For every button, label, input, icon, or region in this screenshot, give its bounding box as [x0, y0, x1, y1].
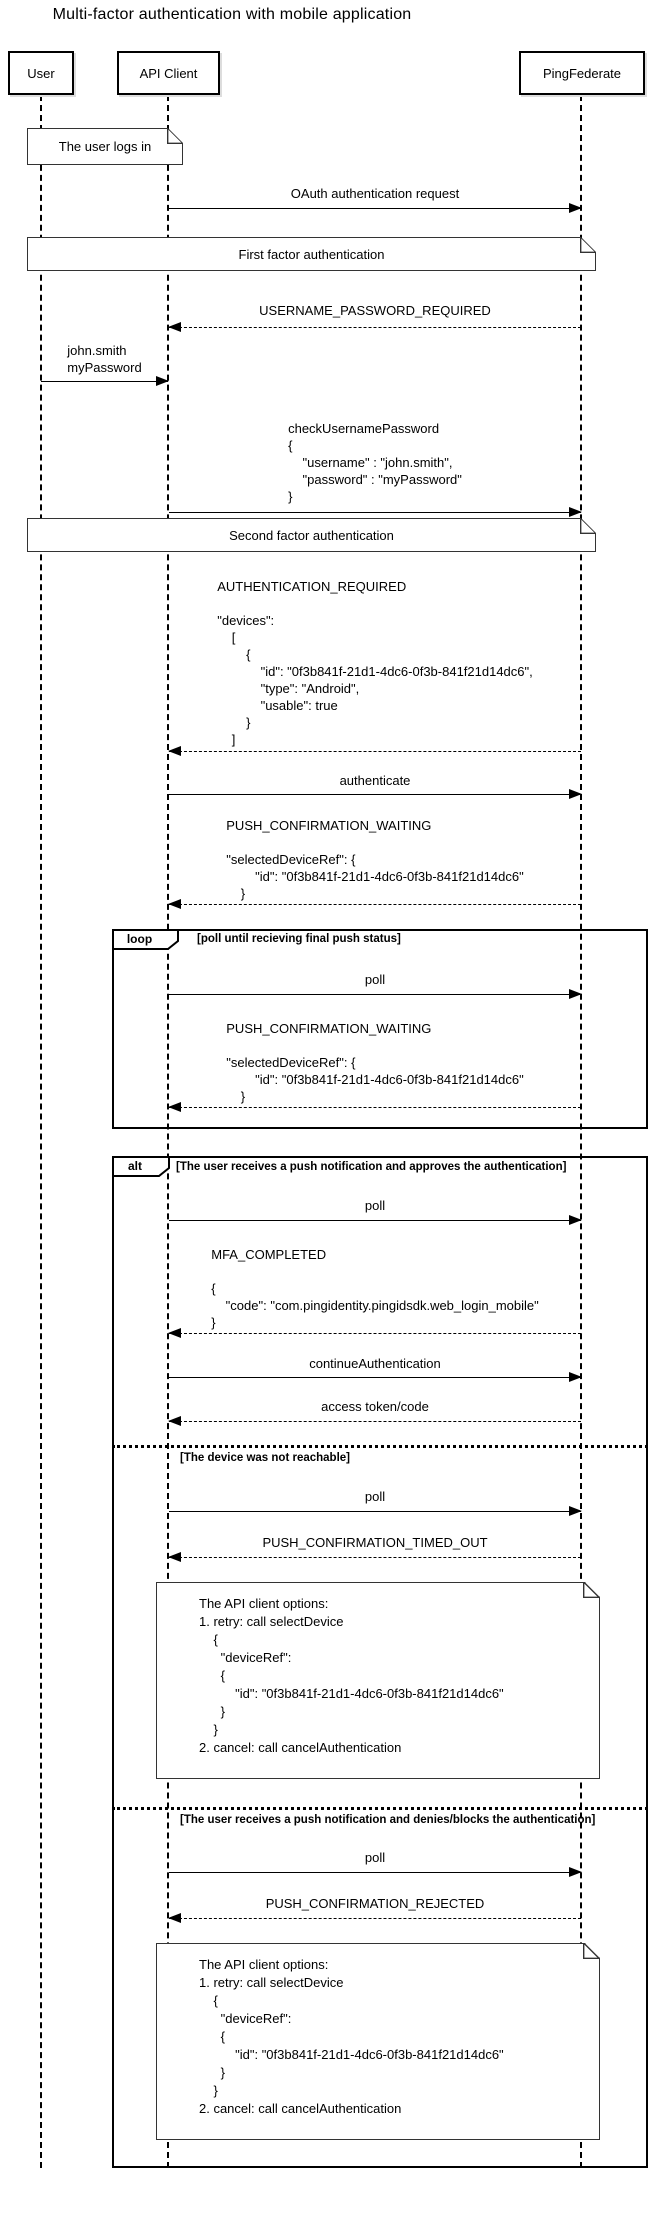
alt-guard-approved: [The user receives a push notification a…	[176, 1161, 567, 1173]
arrow-check-username-password	[169, 507, 582, 517]
arrow-push-confirmation-timed-out	[168, 1552, 581, 1562]
lifeline-user	[40, 95, 42, 2168]
note-fold-icon	[580, 237, 596, 253]
alt-guard-denied: [The user receives a push notification a…	[180, 1814, 596, 1826]
arrowhead-left-icon	[168, 1913, 181, 1923]
note-first-factor-text: First factor authentication	[238, 246, 385, 262]
participant-api-client: API Client	[117, 51, 220, 95]
lifeline-pingfederate	[580, 95, 582, 2168]
arrowhead-right-icon	[569, 989, 582, 999]
message-label-authentication-required: AUTHENTICATION_REQUIRED "devices": [ { "…	[169, 578, 581, 748]
message-label-poll: poll	[364, 972, 386, 987]
note-first-factor: First factor authentication	[27, 237, 596, 271]
note-user-logs-in: The user logs in	[27, 128, 183, 165]
message-label-check-username-password: checkUsernamePassword { "username" : "jo…	[169, 420, 581, 505]
fragment-loop	[112, 929, 648, 1129]
message-label-mfa-completed: MFA_COMPLETED { "code": "com.pingidentit…	[169, 1246, 581, 1331]
alt-operator-label: alt	[127, 1159, 142, 1173]
push-confirmation-waiting-text: PUSH_CONFIRMATION_WAITING "selectedDevic…	[226, 1021, 524, 1104]
arrow-push-confirmation-waiting	[168, 899, 581, 909]
arrowhead-right-icon	[569, 1867, 582, 1877]
arrow-username-password-required	[168, 322, 581, 332]
participant-user: User	[8, 51, 74, 95]
login-credentials-text: john.smith myPassword	[67, 343, 142, 375]
alt-divider	[112, 1445, 648, 1448]
alt-divider	[112, 1807, 648, 1810]
message-label-access-token: access token/code	[321, 1399, 429, 1414]
lifeline-api-client	[167, 95, 169, 2168]
message-label-authenticate: authenticate	[339, 773, 411, 788]
arrowhead-left-icon	[168, 1102, 181, 1112]
arrowhead-left-icon	[168, 746, 181, 756]
note-second-factor-text: Second factor authentication	[229, 527, 394, 543]
message-label-login-credentials: john.smith myPassword	[41, 342, 168, 376]
participant-pingfederate-label: PingFederate	[542, 65, 622, 81]
arrowhead-right-icon	[569, 1506, 582, 1516]
arrow-login-credentials	[41, 376, 169, 386]
arrowhead-right-icon	[569, 507, 582, 517]
participant-user-label: User	[27, 65, 55, 81]
participant-pingfederate: PingFederate	[519, 51, 645, 95]
alt-operator-pentagon-icon	[112, 1156, 170, 1177]
note-api-client-options: The API client options: 1. retry: call s…	[156, 1582, 600, 1779]
arrowhead-left-icon	[168, 1416, 181, 1426]
loop-operator-label: loop	[126, 932, 153, 946]
arrow-poll	[169, 1506, 582, 1516]
message-label-poll: poll	[364, 1198, 386, 1213]
arrow-poll	[169, 1215, 582, 1225]
arrow-poll	[169, 1867, 582, 1877]
check-username-password-text: checkUsernamePassword { "username" : "jo…	[288, 421, 462, 504]
loop-operator-pentagon-icon	[112, 929, 179, 950]
note-second-factor: Second factor authentication	[27, 518, 596, 552]
fragment-alt	[112, 1156, 648, 2168]
message-label-push-confirmation-timed-out: PUSH_CONFIRMATION_TIMED_OUT	[262, 1535, 488, 1550]
arrow-push-confirmation-waiting	[168, 1102, 581, 1112]
message-label-oauth-request: OAuth authentication request	[290, 186, 460, 201]
arrow-continue-authentication	[169, 1372, 582, 1382]
arrowhead-left-icon	[168, 322, 181, 332]
loop-guard: [poll until recieving final push status]	[197, 933, 401, 945]
arrowhead-right-icon	[569, 203, 582, 213]
arrow-authenticate	[169, 789, 582, 799]
message-label-poll: poll	[364, 1850, 386, 1865]
note-api-client-options: The API client options: 1. retry: call s…	[156, 1943, 600, 2140]
arrow-poll	[169, 989, 582, 999]
message-label-push-confirmation-rejected: PUSH_CONFIRMATION_REJECTED	[265, 1896, 485, 1911]
message-label-poll: poll	[364, 1489, 386, 1504]
message-label-push-confirmation-waiting: PUSH_CONFIRMATION_WAITING "selectedDevic…	[169, 1020, 581, 1105]
note-fold-icon	[580, 518, 596, 534]
arrowhead-right-icon	[569, 1215, 582, 1225]
arrowhead-right-icon	[569, 789, 582, 799]
note-fold-icon	[167, 128, 183, 144]
note-fold-icon	[583, 1582, 599, 1598]
arrow-oauth-request	[169, 203, 582, 213]
message-label-username-password-required: USERNAME_PASSWORD_REQUIRED	[259, 303, 491, 318]
arrowhead-left-icon	[168, 1552, 181, 1562]
arrowhead-right-icon	[156, 376, 169, 386]
mfa-completed-text: MFA_COMPLETED { "code": "com.pingidentit…	[211, 1247, 539, 1330]
diagram-title: Multi-factor authentication with mobile …	[52, 6, 412, 23]
arrow-mfa-completed	[168, 1328, 581, 1338]
arrow-authentication-required	[168, 746, 581, 756]
arrowhead-right-icon	[569, 1372, 582, 1382]
arrowhead-left-icon	[168, 1328, 181, 1338]
note-user-logs-in-text: The user logs in	[58, 139, 152, 154]
message-label-push-confirmation-waiting: PUSH_CONFIRMATION_WAITING "selectedDevic…	[169, 817, 581, 902]
message-label-continue-authentication: continueAuthentication	[309, 1356, 441, 1371]
arrow-access-token	[168, 1416, 581, 1426]
arrowhead-left-icon	[168, 899, 181, 909]
push-confirmation-waiting-text: PUSH_CONFIRMATION_WAITING "selectedDevic…	[226, 818, 524, 901]
note-fold-icon	[583, 1943, 599, 1959]
participant-api-client-label: API Client	[139, 65, 198, 81]
authentication-required-text: AUTHENTICATION_REQUIRED "devices": [ { "…	[217, 579, 533, 747]
arrow-push-confirmation-rejected	[168, 1913, 581, 1923]
alt-guard-not-reachable: [The device was not reachable]	[180, 1452, 351, 1464]
